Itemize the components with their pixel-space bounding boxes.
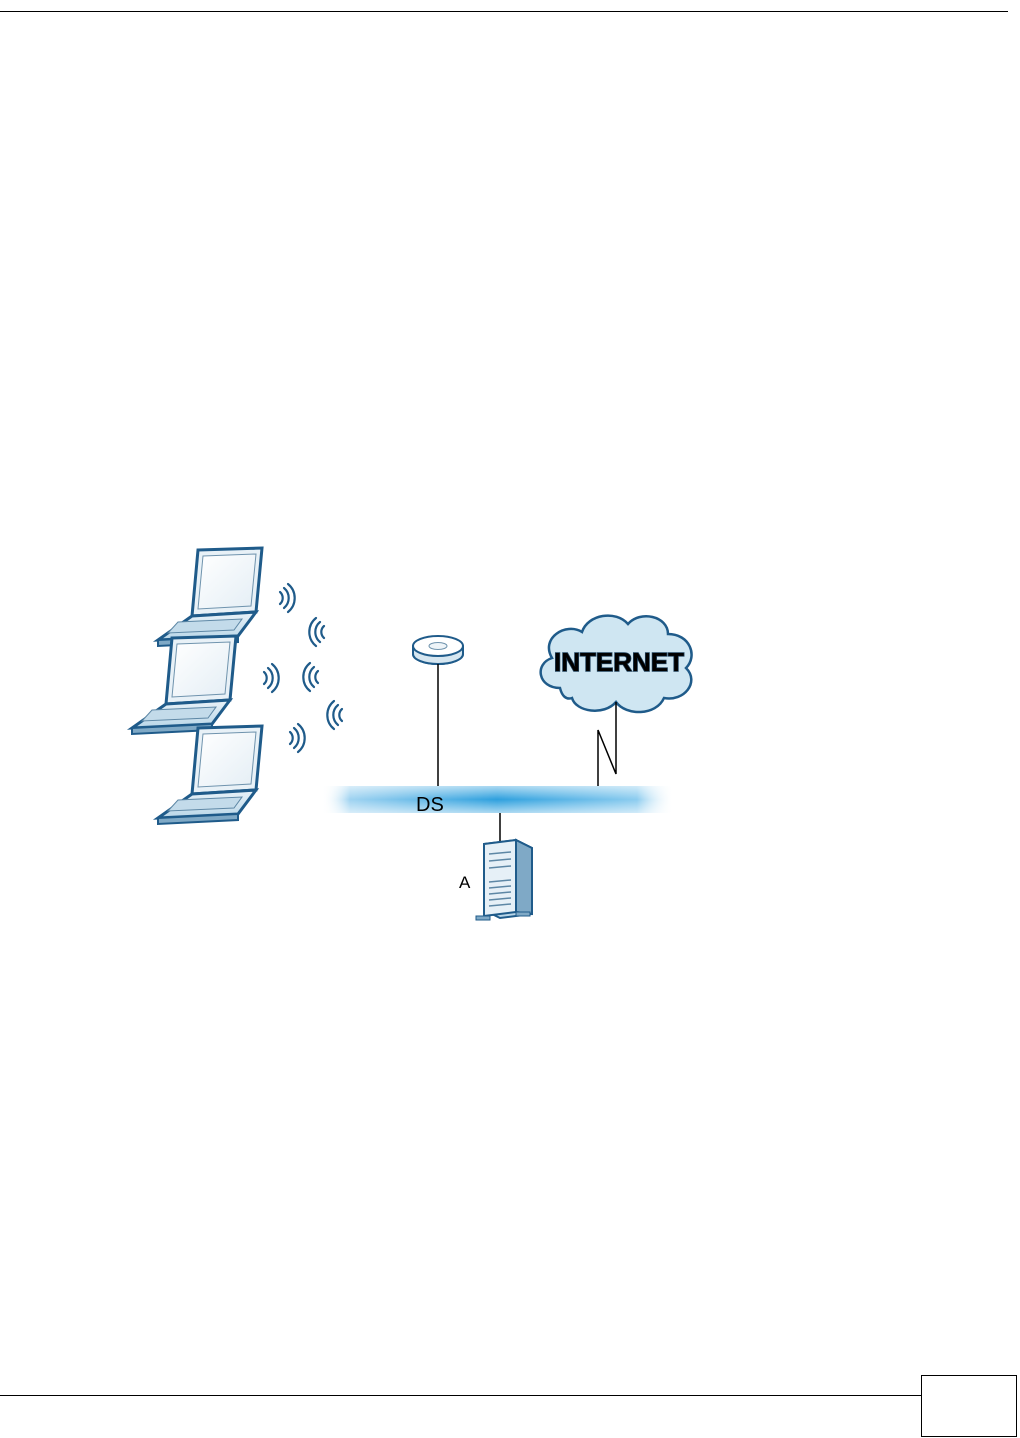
network-diagram: INTERNET DS [0,530,1020,930]
wireless-signal-icon [280,584,295,612]
ds-label: DS [416,794,444,816]
laptop-icon [132,636,236,734]
laptop-icon [158,548,262,646]
laptop-icon [158,726,262,824]
server-label: A [459,873,471,892]
footer-rule [0,1395,921,1396]
server-icon [476,840,532,920]
internet-label: INTERNET [554,647,684,677]
distribution-system-bar [322,786,672,813]
wireless-signal-icon [309,618,324,646]
page-number [922,1376,1016,1436]
wireless-signal-icon [303,663,318,691]
page-number-box [921,1375,1017,1437]
internet-cloud-icon: INTERNET [541,616,692,712]
header-rule [0,11,1008,12]
wireless-signal-icon [327,701,342,729]
access-point-icon [413,636,463,664]
wireless-signal-icon [264,664,279,692]
wireless-signal-icon [290,724,305,752]
internet-link [598,702,616,788]
